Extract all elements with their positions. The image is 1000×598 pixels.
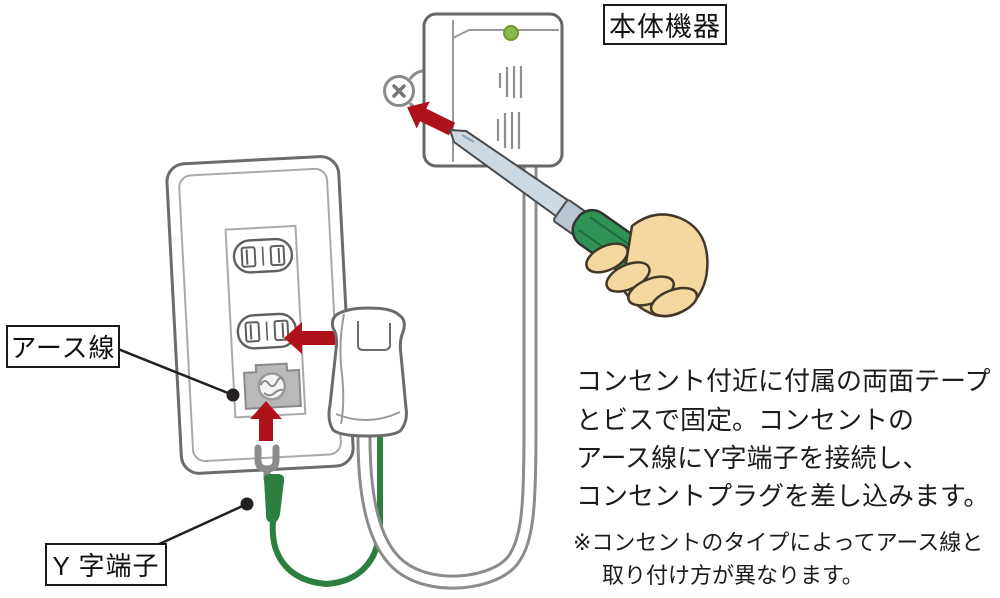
label-main-unit: 本体機器	[603, 4, 727, 45]
mount-screw-icon	[392, 84, 406, 98]
label-earth-wire-text: アース線	[10, 333, 116, 363]
label-earth-wire: アース線	[6, 325, 120, 368]
plug-flange-line	[335, 411, 401, 422]
instruction-line: コンセント付近に付属の両面テープ	[576, 366, 991, 396]
power-cord	[356, 158, 538, 590]
main-device	[383, 12, 564, 168]
earth-terminal	[243, 362, 302, 410]
y-fork-terminal-icon	[254, 444, 285, 524]
leader-dot-yterminal	[240, 497, 254, 511]
plug-fold-line	[339, 313, 345, 425]
leader-dot-earth	[226, 388, 240, 402]
vent-slots-lower	[496, 112, 521, 149]
note-line: ※コンセントのタイプによってアース線と	[573, 530, 984, 555]
instruction-line: とビスで固定。コンセントの	[576, 405, 915, 435]
led-indicator	[503, 25, 519, 41]
up-left-arrow-icon	[407, 101, 456, 136]
outlet-socket-top	[232, 237, 294, 274]
earth-screw-slot	[259, 376, 285, 397]
wall-plate-inner-line	[178, 167, 342, 463]
up-arrow-icon	[250, 401, 282, 441]
finger	[585, 242, 629, 274]
outlet-socket-bottom	[236, 312, 298, 350]
wall-plate	[165, 155, 355, 475]
label-y-terminal-text: Y 字端子	[52, 551, 160, 581]
left-arrow-icon	[284, 322, 336, 354]
hand-icon	[585, 213, 709, 318]
label-main-unit-text: 本体機器	[609, 12, 721, 42]
finger	[649, 286, 699, 318]
instruction-line: アース線にY字端子を接続し、	[576, 443, 929, 473]
blade-tip-line	[461, 134, 475, 143]
note-line: 取り付け方が異なります。	[602, 563, 864, 588]
device-body	[422, 12, 564, 168]
green-sleeve	[263, 474, 285, 524]
leader-line-yterminal	[154, 502, 248, 548]
plug-notch	[357, 321, 392, 351]
power-plug-icon	[327, 306, 408, 438]
leader-line-earth	[117, 347, 234, 397]
label-y-terminal: Y 字端子	[45, 543, 167, 586]
vent-slots-upper	[498, 66, 523, 98]
instruction-line: コンセントプラグを差し込みます。	[576, 481, 990, 511]
